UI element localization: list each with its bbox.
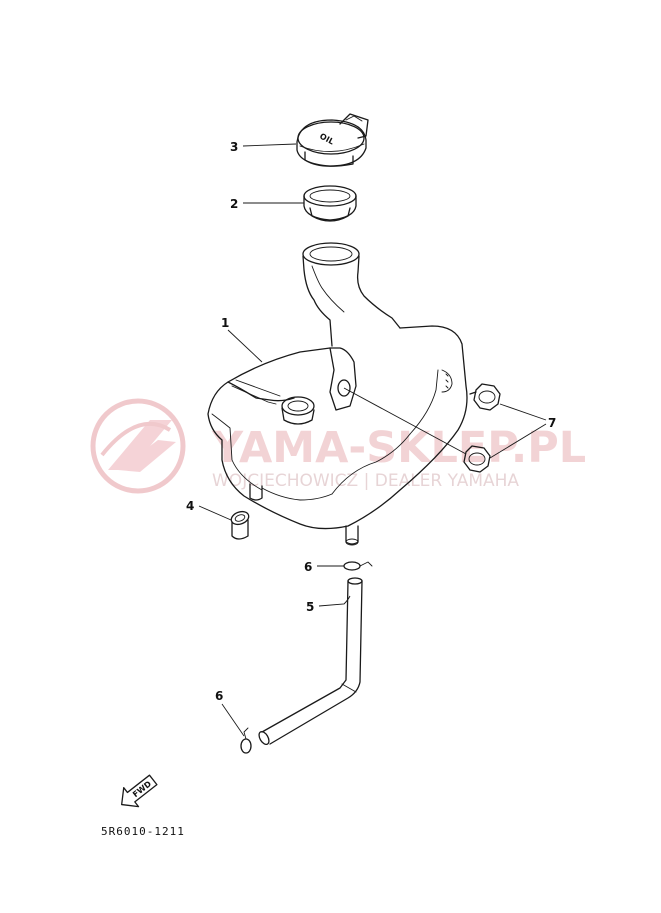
oil-marking: OIL	[318, 132, 335, 147]
part-number-4: 4	[186, 499, 194, 513]
hose-clip-lower	[240, 727, 252, 754]
watermark-logo	[90, 398, 186, 494]
bolt-lower	[463, 445, 491, 473]
oil-tank-cap: OIL	[296, 113, 369, 167]
part-number-7: 7	[548, 416, 556, 430]
part-number-2: 2	[230, 197, 238, 211]
callout-3: 3	[230, 140, 297, 154]
part-number-1: 1	[221, 316, 229, 330]
callout-5: 5	[306, 595, 351, 614]
callout-2: 2	[230, 197, 304, 211]
fwd-indicator: FWD	[121, 774, 158, 808]
diagram-code: 5R6010-1211	[101, 825, 185, 838]
watermark-brand: YAMA-SKLEP.PL	[211, 423, 586, 473]
part-number-6-upper: 6	[304, 560, 312, 574]
watermark: YAMA-SKLEP.PL WOJCIECHOWICZ | DEALER YAM…	[90, 398, 586, 494]
callout-6-lower: 6	[215, 689, 245, 737]
callout-7: 7	[489, 403, 556, 459]
oil-hose	[258, 577, 363, 746]
part-number-6-lower: 6	[215, 689, 223, 703]
bolt-upper	[469, 383, 501, 411]
callout-4: 4	[186, 499, 232, 521]
watermark-subtitle: WOJCIECHOWICZ | DEALER YAMAHA	[212, 471, 519, 491]
grommet	[230, 510, 250, 540]
callout-6-upper: 6	[304, 560, 344, 574]
bolt-axis-line	[343, 387, 467, 455]
strainer	[303, 185, 357, 222]
hose-clip-upper	[343, 561, 373, 571]
part-number-3: 3	[230, 140, 238, 154]
callout-1: 1	[221, 316, 263, 363]
oil-tank	[207, 242, 468, 546]
cap-oil-text: OIL	[318, 132, 335, 147]
part-number-5: 5	[306, 600, 314, 614]
